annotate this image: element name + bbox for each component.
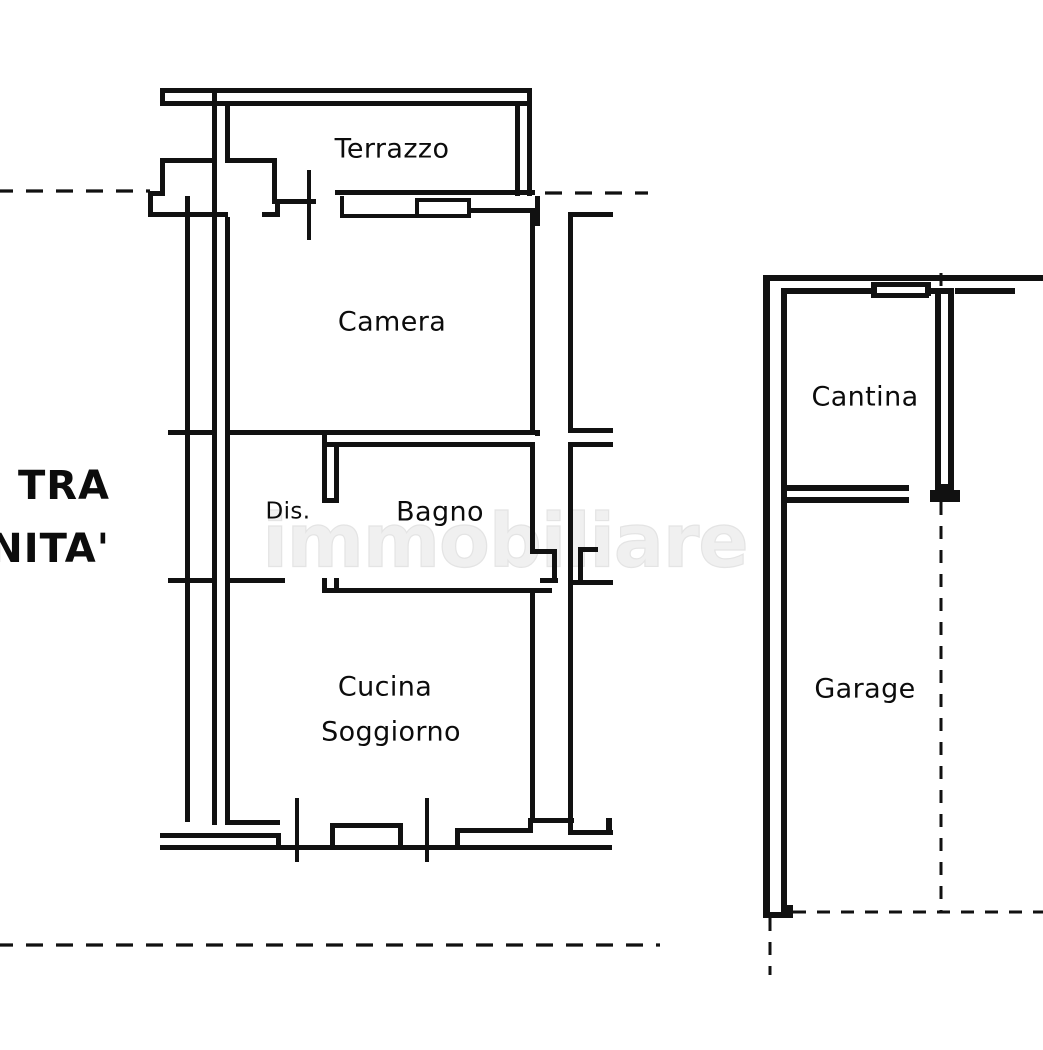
outbuilding-top-wall (763, 275, 1043, 281)
bagno-walls (322, 435, 558, 593)
edge-label-altra: TRA (18, 463, 110, 509)
door-marks-top (307, 170, 311, 240)
cucina-soggiorno-walls (160, 572, 613, 862)
outbuilding-dashed-lines (768, 273, 1043, 975)
cantina-bottom-wall (787, 485, 909, 491)
room-label-disimpegno: Dis. (266, 499, 311, 525)
watermark-label: immobiliare (262, 499, 747, 585)
outbuilding-inner-left-wall (781, 288, 787, 918)
room-label-camera: Camera (338, 307, 446, 338)
watermark: immobiliare (262, 498, 749, 585)
room-labels: Terrazzo Camera Dis. Bagno Cucina Soggio… (266, 134, 919, 748)
room-label-bagno: Bagno (396, 497, 484, 528)
right-exterior-walls (568, 442, 613, 585)
apartment-block (148, 88, 613, 862)
room-label-cantina: Cantina (811, 382, 918, 413)
edge-annotations: TRA NITA' (0, 463, 110, 572)
terrazzo-threshold (340, 196, 536, 218)
terrazzo-walls (160, 88, 535, 196)
edge-label-unita: NITA' (0, 526, 110, 572)
room-label-soggiorno: Soggiorno (321, 717, 461, 748)
cantina-right-wall (935, 288, 941, 500)
garage-bottom-left-stub (763, 912, 793, 918)
room-label-cucina: Cucina (338, 672, 432, 703)
entry-notch-walls (148, 158, 316, 217)
room-label-garage: Garage (814, 674, 915, 705)
outbuilding-outer-left-wall (763, 275, 770, 918)
room-label-terrazzo: Terrazzo (334, 134, 450, 165)
boundary-dashed-lines (0, 189, 660, 947)
outbuilding-block (763, 273, 1043, 975)
disimpegno-walls (168, 430, 285, 583)
